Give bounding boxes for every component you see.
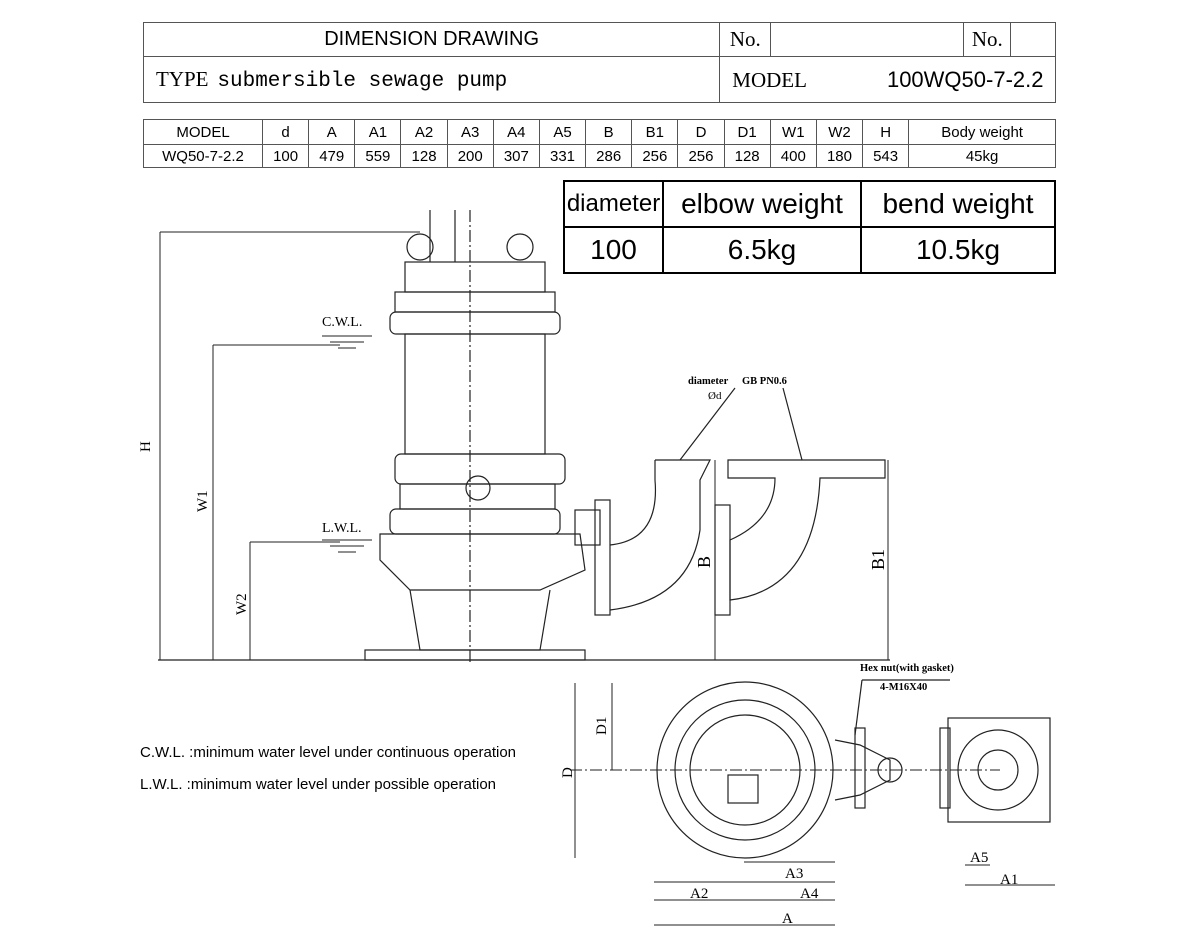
no-label: No. [719,22,772,57]
drawing-title: DIMENSION DRAWING [142,22,721,57]
weight-col: elbow weight [662,180,862,228]
flange-diameter: diameter [688,376,729,387]
spec-cell: 128 [723,144,771,168]
spec-cell: 543 [862,144,910,168]
dim-B: B [694,556,714,568]
dim-A4: A4 [800,886,819,902]
spec-header: A2 [400,119,448,145]
spec-header: B1 [631,119,679,145]
cwl-note: C.W.L. :minimum water level under contin… [140,744,517,761]
weight-col: bend weight [860,180,1056,228]
no-value [1010,22,1056,57]
spec-cell: 256 [631,144,679,168]
spec-cell: 180 [815,144,864,168]
lwl-note: L.W.L. :minimum water level under possib… [140,776,497,793]
dim-D: D [560,767,576,778]
type-label: TYPE [156,66,209,91]
spec-cell: 200 [446,144,494,168]
pump-top-view [656,679,1051,859]
spec-cell: 307 [492,144,540,168]
spec-header: W1 [769,119,817,145]
lwl-label: L.W.L. [322,521,362,536]
dim-A: A [782,911,793,927]
spec-cell: 331 [538,144,587,168]
pump-side-view [364,210,611,665]
dim-B1: B1 [868,549,888,570]
dim-A5: A5 [970,850,988,866]
dim-W1: W1 [195,490,211,512]
spec-cell: 100 [261,144,310,168]
cwl-label: C.W.L. [322,315,362,330]
spec-cell: 128 [400,144,448,168]
spec-cell: 400 [769,144,817,168]
dim-A3: A3 [785,866,803,882]
spec-cell: 45kg [908,144,1056,168]
spec-header: W2 [815,119,864,145]
hex-nut-label: Hex nut(with gasket) [860,663,954,674]
bolt-label: 4-M16X40 [880,682,927,693]
spec-header: D1 [723,119,771,145]
dimension-lines [159,231,1055,926]
spec-cell: 479 [308,144,356,168]
spec-header: H [862,119,910,145]
flange-standard: GB PN0.6 [742,376,787,387]
leader-line [782,387,803,461]
spec-header: D [677,119,725,145]
dim-A1: A1 [1000,872,1018,888]
leader-line [679,387,736,461]
flange-od: Ød [708,390,722,402]
bend-right [714,459,886,616]
spec-cell: 559 [354,144,402,168]
model-value: 100WQ50-7-2.2 [886,66,1044,92]
title-block: DIMENSION DRAWING No. No. TYPE submersib… [142,22,1056,103]
dim-H: H [138,441,154,452]
dim-D1: D1 [594,717,610,735]
spec-cell: 256 [677,144,725,168]
elbow-left [609,459,711,611]
weight-col: diameter [563,180,664,228]
dim-A2: A2 [690,886,708,902]
dim-W2: W2 [234,593,250,615]
type-value: submersible sewage pump [217,69,508,93]
weight-cell: 10.5kg [860,226,1056,274]
model-label: MODEL [732,67,807,92]
weight-cell: 6.5kg [662,226,862,274]
weight-cell: 100 [563,226,664,274]
no-label: No. [963,22,1012,57]
